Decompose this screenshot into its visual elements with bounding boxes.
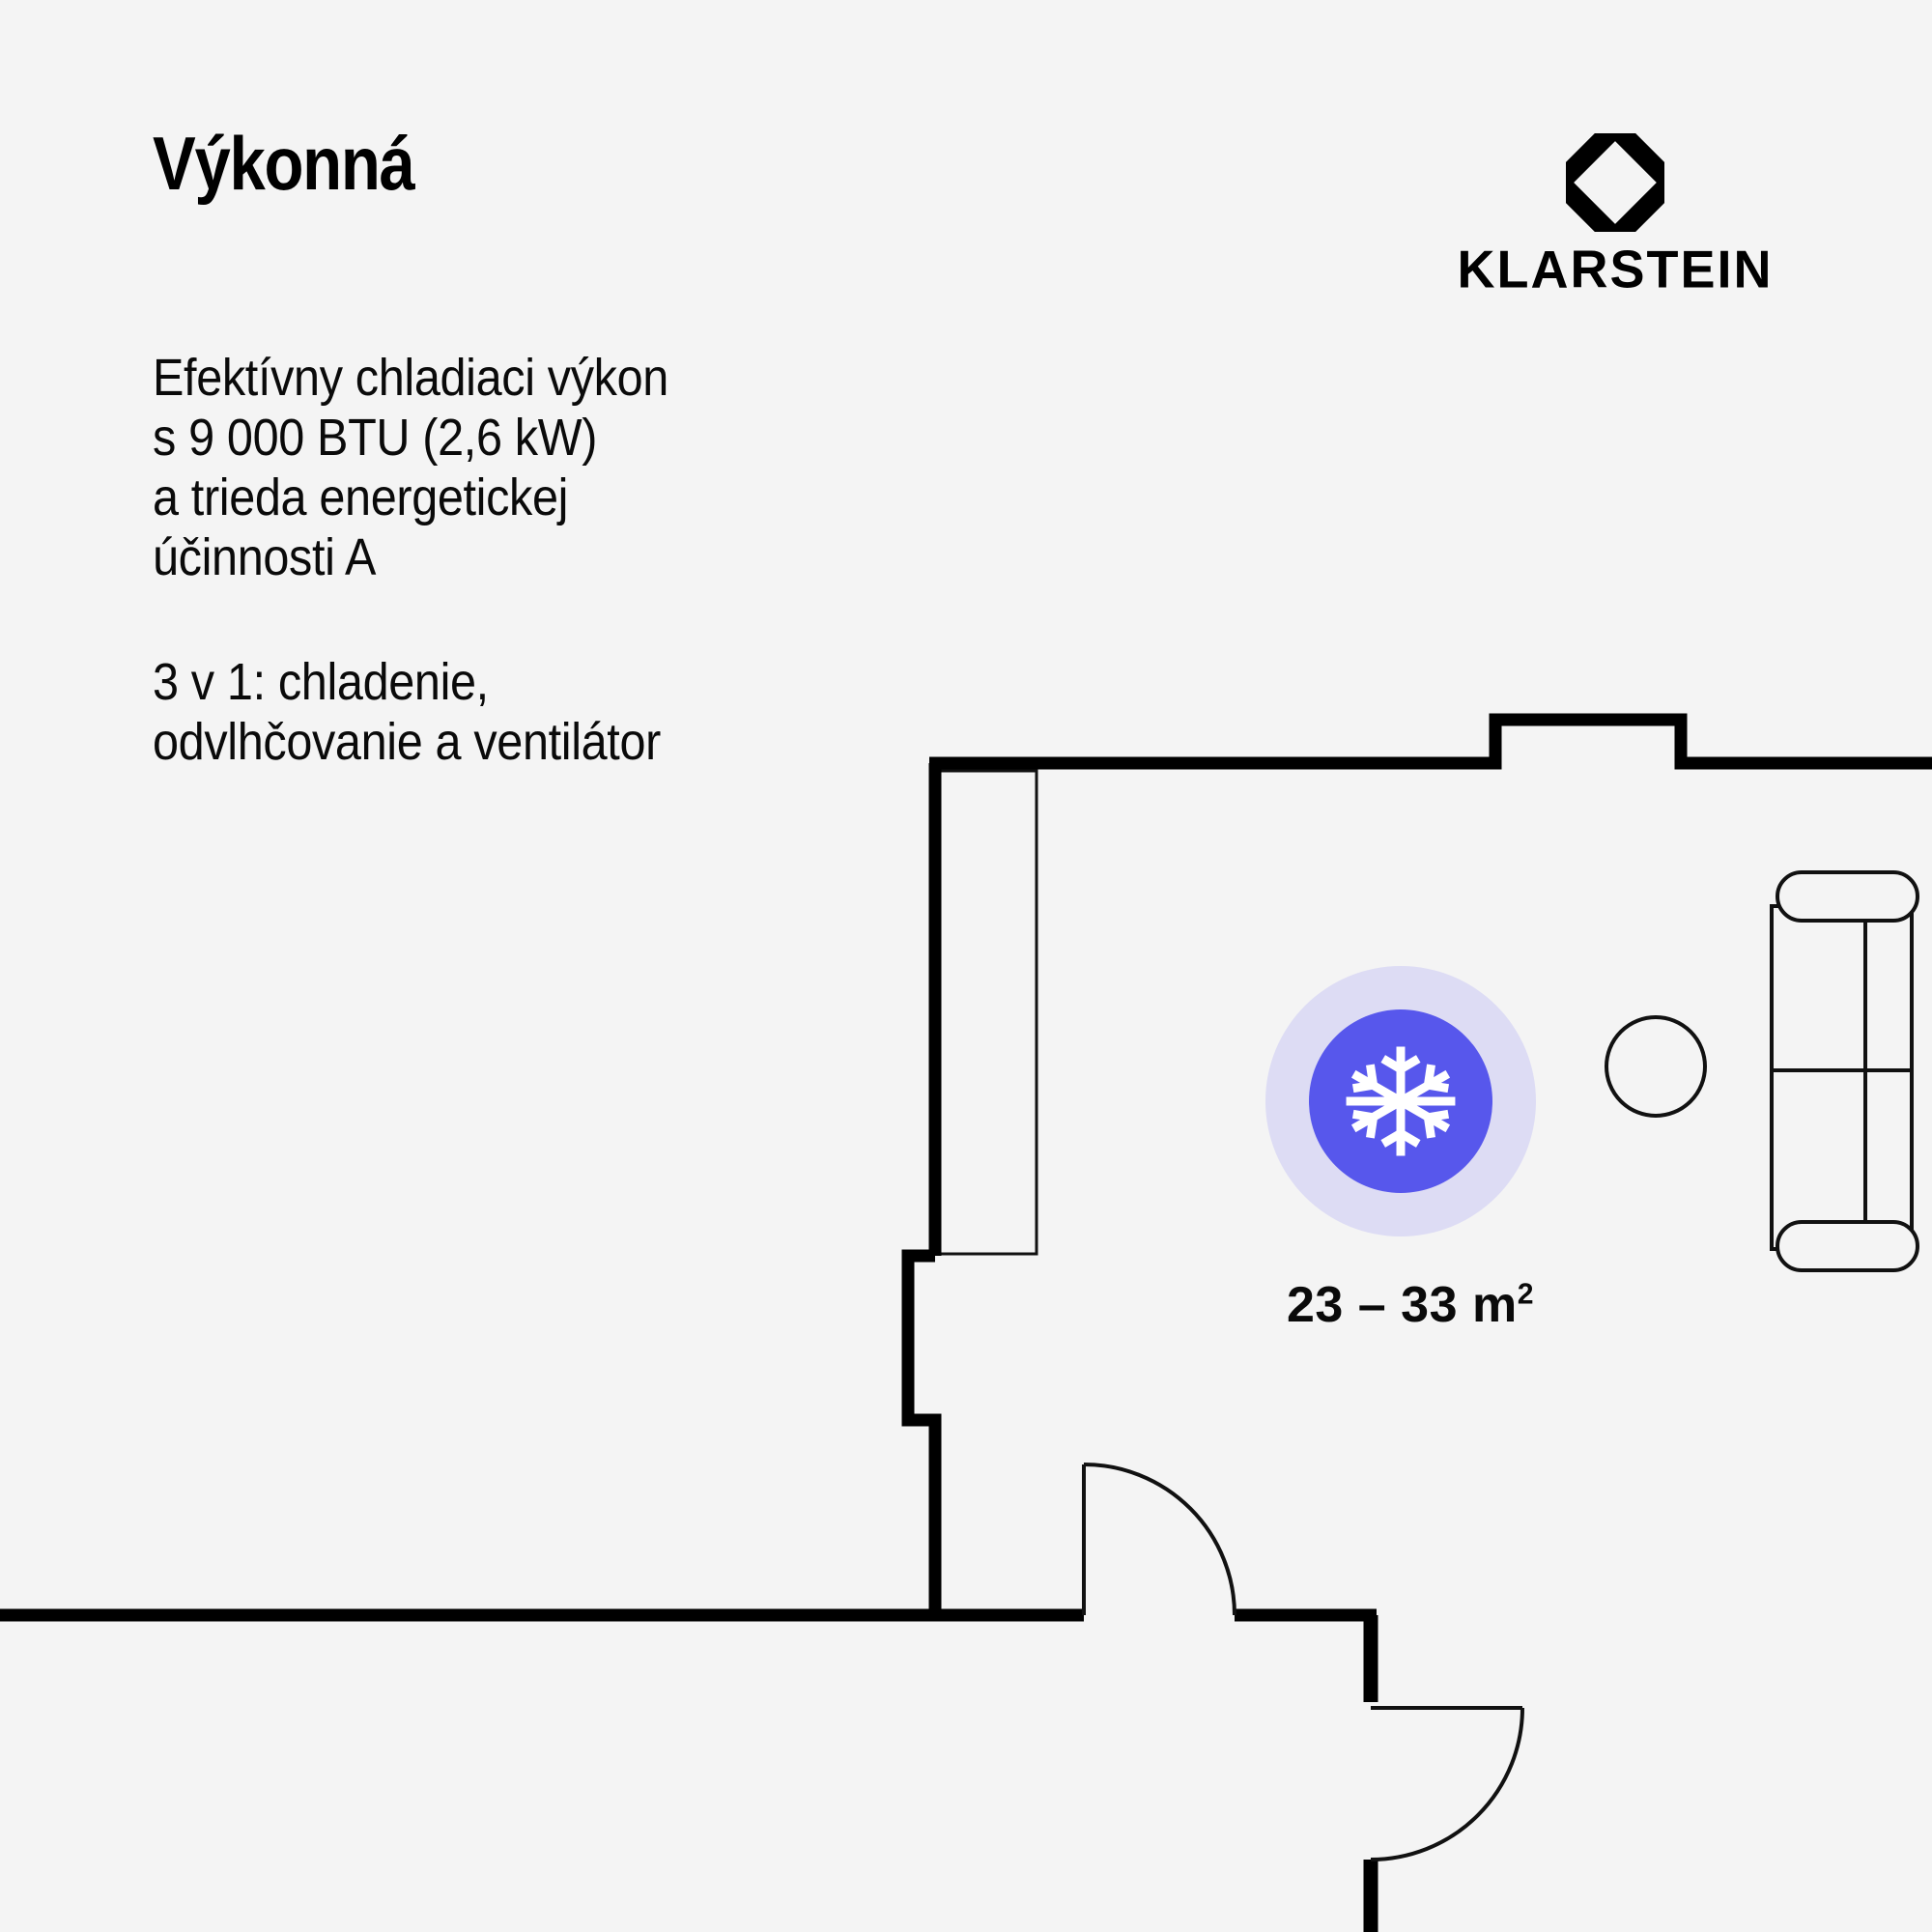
feature-paragraph-2: 3 v 1: chladenie, odvlhčovanie a ventilá… bbox=[153, 653, 661, 771]
sofa bbox=[1770, 870, 1919, 1272]
cooling-badge bbox=[1265, 966, 1536, 1236]
brand-logo: KLARSTEIN bbox=[1441, 133, 1789, 299]
copy-block: Výkonná Efektívny chladiaci výkon s 9 00… bbox=[153, 121, 887, 771]
room-area-value: 23 – 33 m bbox=[1287, 1277, 1518, 1333]
round-table bbox=[1605, 1015, 1707, 1118]
room-area-exponent: 2 bbox=[1517, 1278, 1534, 1311]
snowflake-icon bbox=[1346, 1046, 1456, 1156]
exterior-wall-left bbox=[901, 1249, 942, 1618]
feature-paragraph-1: Efektívny chladiaci výkon s 9 000 BTU (2… bbox=[153, 349, 668, 586]
klarstein-mark-icon bbox=[1566, 133, 1664, 232]
page-title: Výkonná bbox=[153, 121, 415, 206]
exterior-wall-top bbox=[929, 713, 1932, 770]
window-left bbox=[933, 769, 1038, 1256]
brand-name: KLARSTEIN bbox=[1457, 240, 1774, 299]
door-swing-main bbox=[1083, 1463, 1236, 1616]
room-area-label: 23 – 33 m2 bbox=[1256, 1280, 1565, 1330]
door-swing-lower bbox=[1370, 1707, 1524, 1861]
